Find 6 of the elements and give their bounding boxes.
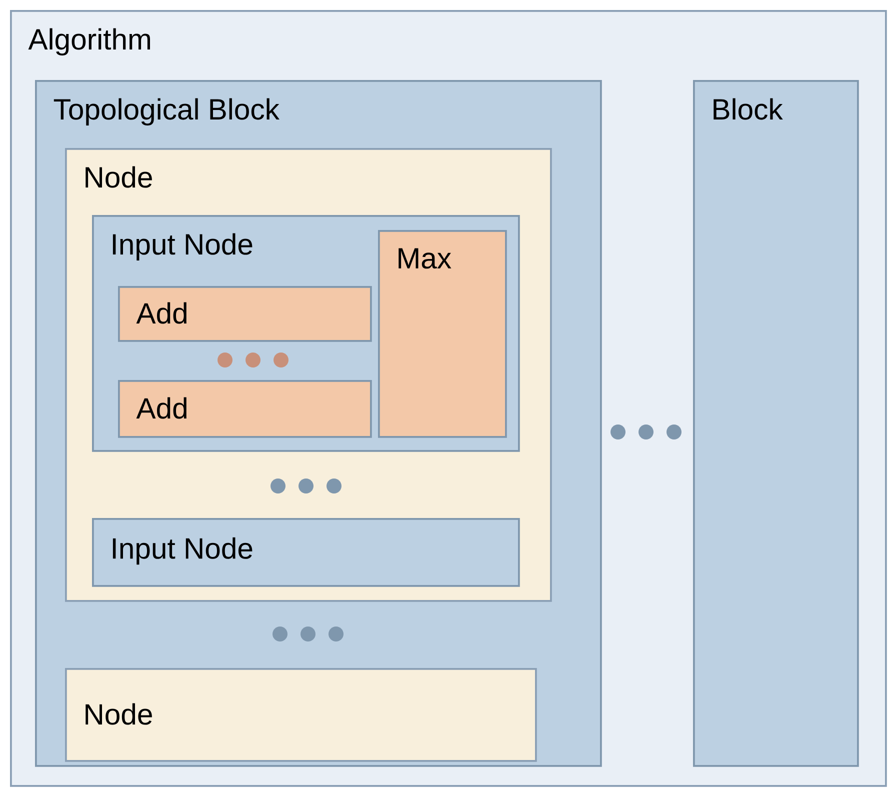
block-box: Block: [693, 80, 859, 767]
input-node-box: Input Node: [92, 518, 520, 587]
operation-box: Add: [118, 380, 372, 438]
operation-box: Add: [118, 286, 372, 342]
operation-box: Max: [378, 230, 507, 438]
node-box: Node: [65, 668, 537, 762]
